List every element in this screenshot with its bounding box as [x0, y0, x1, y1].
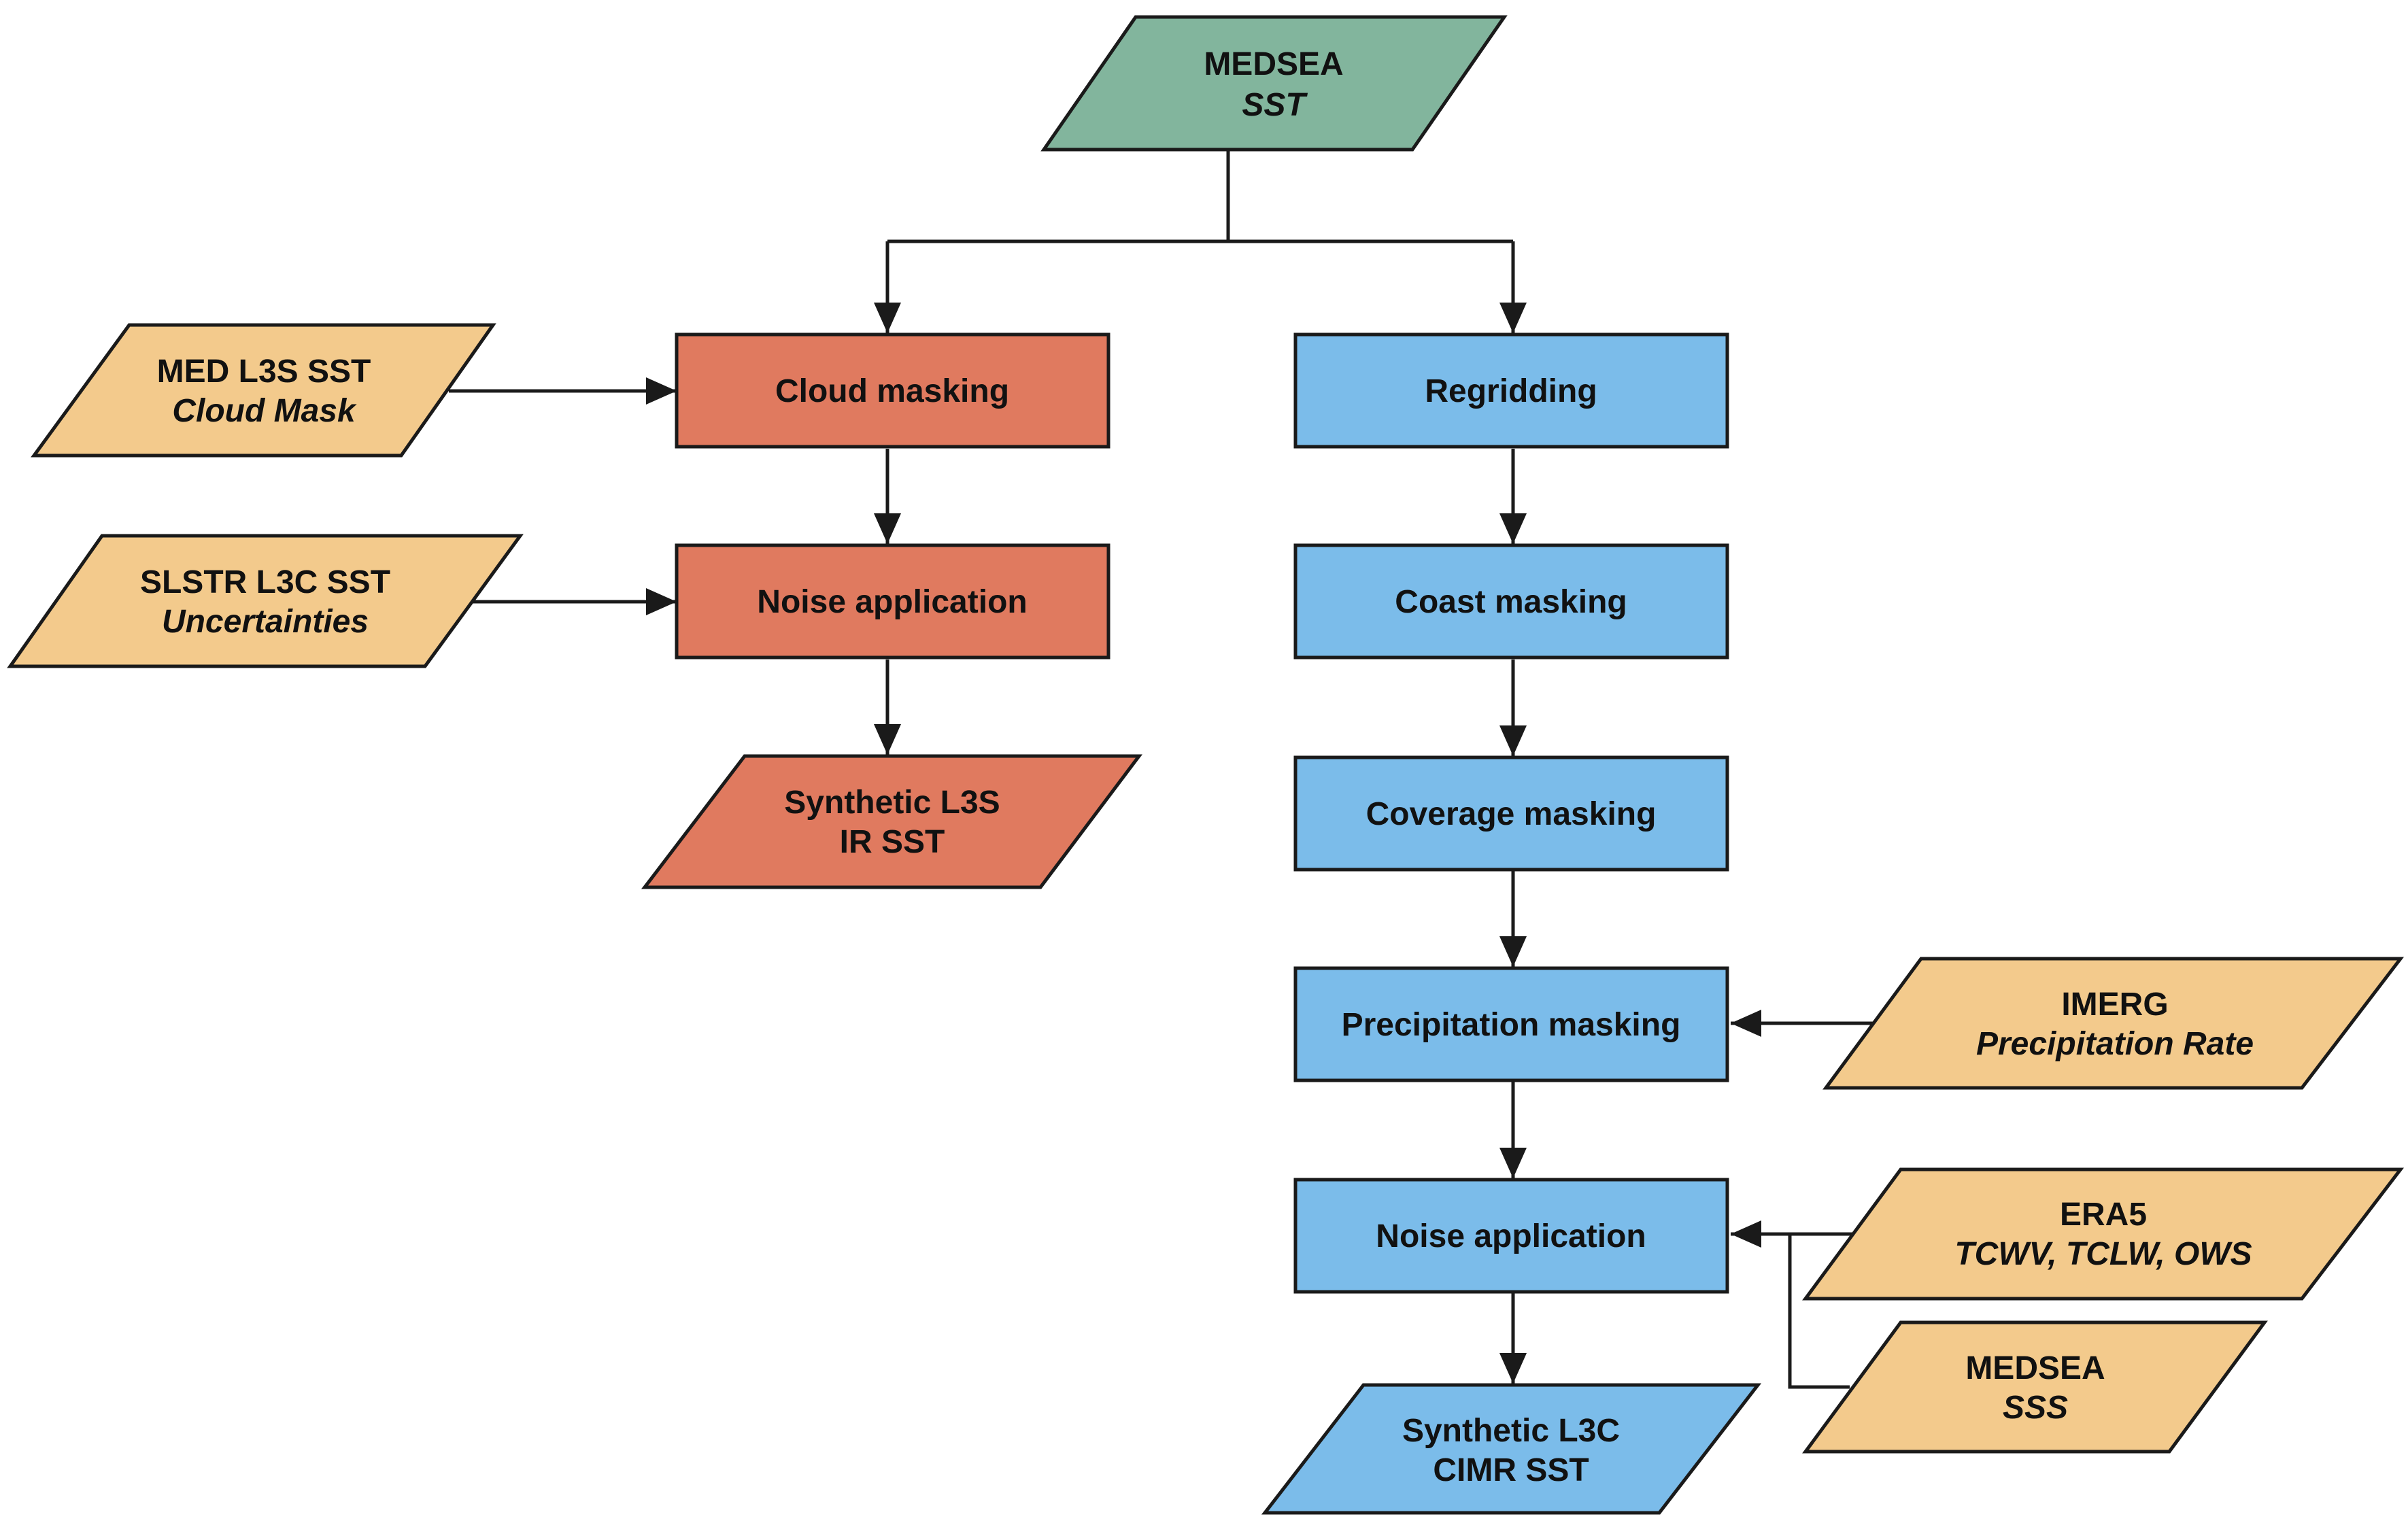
medsea-sst-line2: SST [1242, 87, 1308, 123]
synthetic-l3c-cimr-sst-shape [1261, 1383, 1762, 1515]
imerg-node: IMERG Precipitation Rate [1822, 957, 2405, 1090]
synthetic-l3c-cimr-sst-node: Synthetic L3C CIMR SST [1261, 1383, 1762, 1515]
med-l3s-sst-node: MED L3S SST Cloud Mask [31, 323, 496, 458]
coverage-masking-box [1293, 755, 1729, 872]
medsea-sst-line1: MEDSEA [1204, 46, 1343, 82]
era5-line1: ERA5 [2060, 1197, 2147, 1233]
med-l3s-sst-line2: Cloud Mask [172, 393, 357, 429]
coast-masking-node: Coast masking [1293, 543, 1729, 660]
era5-shape [1802, 1167, 2405, 1301]
imerg-shape [1822, 957, 2405, 1090]
cloud-masking-node: Cloud masking [675, 332, 1110, 449]
synthetic-l3s-ir-sst-line1: Synthetic L3S [784, 785, 1000, 821]
synthetic-l3s-ir-sst-line2: IR SST [840, 824, 945, 860]
noise-application-ir-box [675, 543, 1110, 660]
noise-application-ir-label: Noise application [757, 584, 1027, 620]
slstr-l3c-sst-line2: Uncertainties [162, 604, 369, 640]
coast-masking-label: Coast masking [1395, 584, 1627, 620]
cloud-masking-box [675, 332, 1110, 449]
synthetic-l3c-cimr-sst-line1: Synthetic L3C [1402, 1413, 1620, 1449]
regridding-node: Regridding [1293, 332, 1729, 449]
precipitation-masking-label: Precipitation masking [1342, 1007, 1681, 1043]
imerg-line2: Precipitation Rate [1976, 1026, 2254, 1062]
medsea-sss-node: MEDSEA SSS [1802, 1320, 2268, 1454]
precipitation-masking-box [1293, 966, 1729, 1082]
medsea-sss-shape [1802, 1320, 2268, 1454]
slstr-l3c-sst-node: SLSTR L3C SST Uncertainties [7, 534, 524, 668]
coast-masking-box [1293, 543, 1729, 660]
precipitation-masking-node: Precipitation masking [1293, 966, 1729, 1082]
regridding-label: Regridding [1425, 373, 1597, 409]
regridding-box [1293, 332, 1729, 449]
coverage-masking-label: Coverage masking [1366, 796, 1657, 832]
noise-application-ir-node: Noise application [675, 543, 1110, 660]
medsea-sst-node: MEDSEA SST [1040, 15, 1508, 152]
noise-application-cimr-box [1293, 1178, 1729, 1294]
noise-application-cimr-node: Noise application [1293, 1178, 1729, 1294]
noise-application-cimr-label: Noise application [1376, 1218, 1646, 1254]
era5-node: ERA5 TCWV, TCLW, OWS [1802, 1167, 2405, 1301]
medsea-sss-line1: MEDSEA [1965, 1350, 2105, 1386]
connector-source-split [887, 151, 1513, 243]
connectors [449, 151, 1884, 1389]
synthetic-l3s-ir-sst-shape [641, 754, 1143, 889]
synthetic-l3c-cimr-sst-line2: CIMR SST [1433, 1452, 1589, 1488]
med-l3s-sst-line1: MED L3S SST [157, 354, 371, 390]
synthetic-l3s-ir-sst-node: Synthetic L3S IR SST [641, 754, 1143, 889]
medsea-sss-line2: SSS [2003, 1390, 2068, 1426]
imerg-line1: IMERG [2061, 987, 2168, 1023]
connector-sss-to-noise-application [1788, 1234, 1850, 1389]
slstr-l3c-sst-shape [7, 534, 524, 668]
cloud-masking-label: Cloud masking [775, 373, 1009, 409]
era5-line2: TCWV, TCLW, OWS [1954, 1236, 2252, 1272]
med-l3s-sst-shape [31, 323, 496, 458]
coverage-masking-node: Coverage masking [1293, 755, 1729, 872]
medsea-sst-shape [1040, 15, 1508, 152]
slstr-l3c-sst-line1: SLSTR L3C SST [140, 564, 390, 600]
